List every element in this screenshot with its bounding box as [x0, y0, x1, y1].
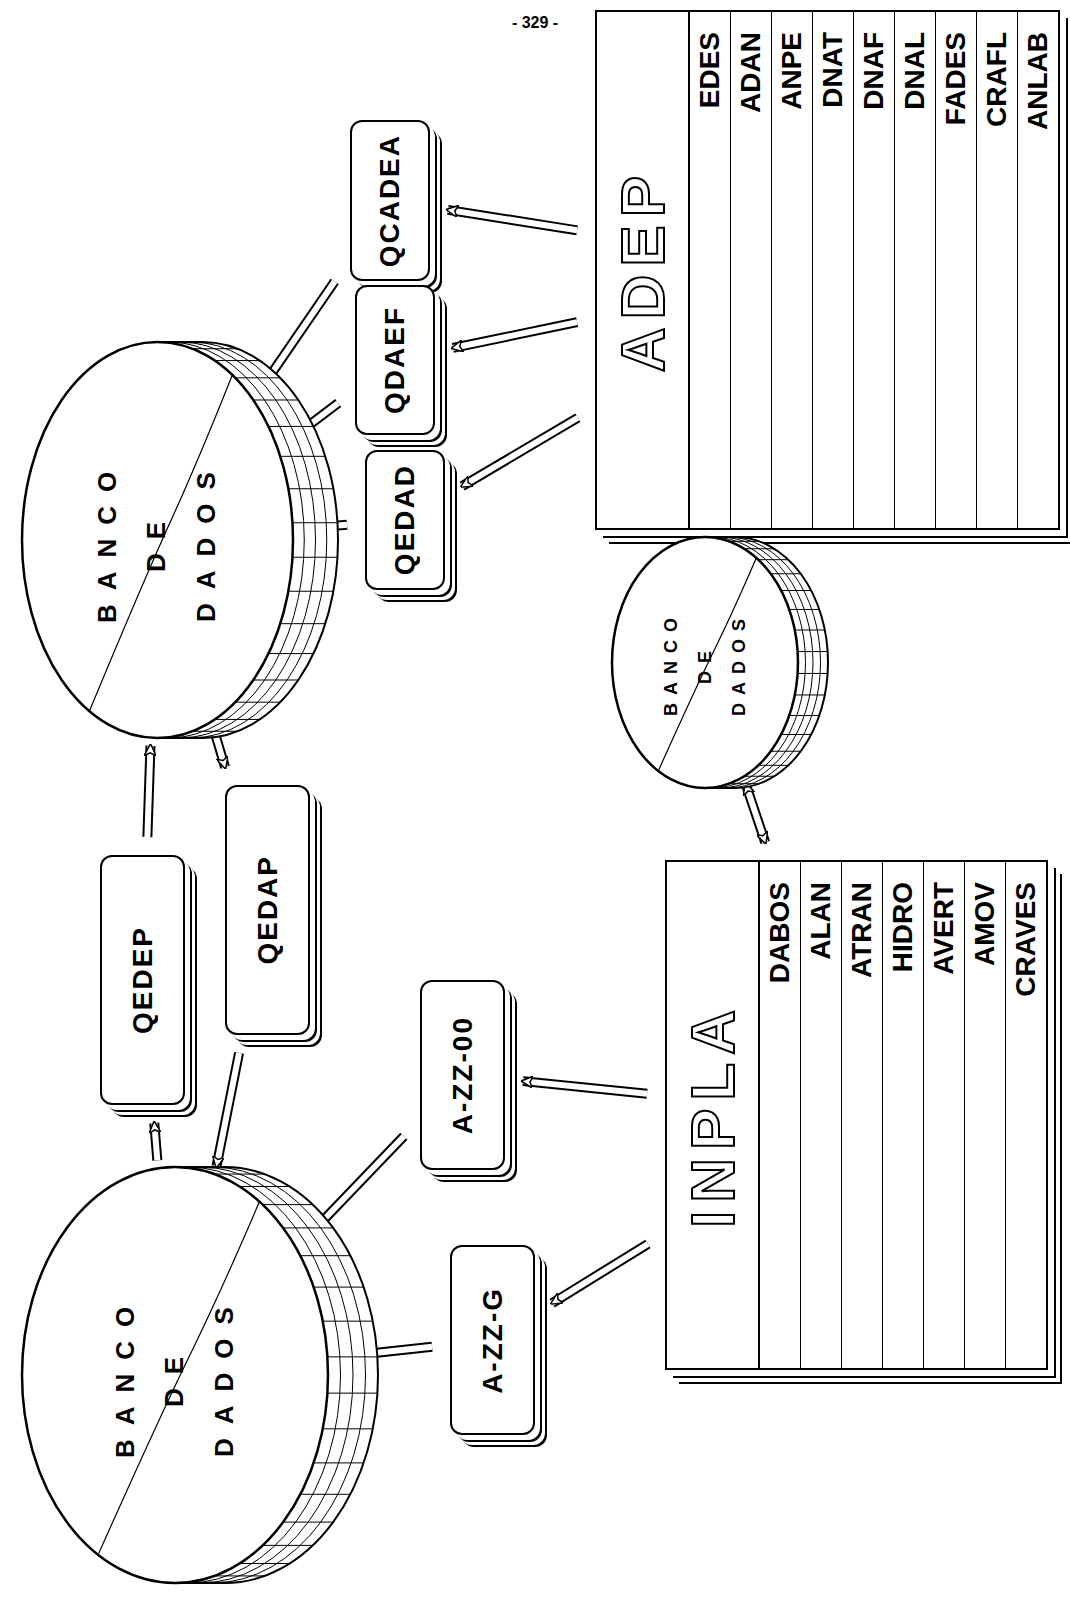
data-flow-arrow	[154, 1123, 157, 1160]
routine-cell: CRAVES	[1006, 862, 1046, 1368]
routine-name: DNAF	[858, 32, 890, 110]
routine-name: ANPE	[776, 32, 808, 110]
routine-cell: ANLAB	[1018, 12, 1058, 528]
data-flow-arrow	[217, 1053, 240, 1166]
program-name: QDAEF	[379, 306, 411, 414]
module-title: INPLA	[677, 1002, 748, 1228]
routine-cell: FADES	[936, 12, 977, 528]
module-block: ADEP EDES ADAN ANPE DNAT DNAF DNAL FADES CRAFL AN…	[595, 10, 1060, 530]
program-name: A-ZZ-00	[447, 1016, 479, 1134]
routine-cell: HIDRO	[883, 862, 924, 1368]
routine-name: HIDRO	[887, 882, 919, 972]
routine-cell: CRAFL	[977, 12, 1018, 528]
routine-cell: EDES	[690, 12, 731, 528]
cylinder-outline	[20, 340, 340, 740]
routine-cell: DNAF	[854, 12, 895, 528]
data-flow-arrow	[147, 746, 150, 837]
routine-cell: AMOV	[965, 862, 1006, 1368]
routine-name: AVERT	[928, 882, 960, 975]
module-title-cell: ADEP	[597, 12, 690, 528]
data-flow-arrow	[523, 1081, 647, 1094]
module-title: ADEP	[607, 168, 678, 372]
module-block: INPLA DABOS ALAN ATRAN HIDRO AVERT AMOV CRAVES	[665, 860, 1048, 1370]
routine-cell: DNAT	[813, 12, 854, 528]
routine-cell: ANPE	[772, 12, 813, 528]
data-flow-arrow	[448, 210, 577, 230]
routine-name: ANLAB	[1022, 32, 1054, 130]
routine-name: AMOV	[969, 882, 1001, 966]
routine-cell: ALAN	[801, 862, 842, 1368]
data-flow-arrow	[462, 418, 578, 486]
routine-name: DNAT	[817, 32, 849, 108]
program-box: A-ZZ-G	[450, 1245, 535, 1435]
program-box: QEDEP	[100, 855, 185, 1105]
routine-name: ADAN	[735, 32, 767, 113]
data-flow-arrow	[453, 322, 577, 348]
program-box: A-ZZ-00	[420, 980, 505, 1170]
program-name: A-ZZ-G	[477, 1287, 509, 1394]
program-box: QEDAD	[365, 450, 445, 590]
routine-cell: AVERT	[924, 862, 965, 1368]
routine-name: ATRAN	[846, 882, 878, 978]
program-name: QEDEP	[127, 926, 159, 1034]
cylinder-outline	[610, 535, 830, 790]
program-name: QEDAD	[389, 464, 421, 575]
program-box: QEDAP	[225, 785, 310, 1035]
routine-name: CRAFL	[981, 32, 1013, 127]
routine-name: EDES	[694, 32, 726, 108]
cylinder-outline	[20, 1165, 380, 1585]
database-label: BANCO DE DADOS	[101, 1260, 249, 1490]
program-box: QCADEA	[350, 120, 430, 281]
page-number: - 329 -	[512, 14, 558, 32]
database-label: BANCO DE DADOS	[83, 435, 231, 645]
module-title-cell: INPLA	[667, 862, 760, 1368]
data-flow-arrow	[746, 784, 765, 842]
routine-cell: DABOS	[760, 862, 801, 1368]
routine-name: CRAVES	[1010, 882, 1042, 997]
program-box: QDAEF	[355, 285, 435, 435]
program-name: QEDAP	[252, 855, 284, 965]
routine-name: FADES	[940, 32, 972, 125]
database-label: BANCO DE DADOS	[654, 588, 757, 738]
routine-cell: ATRAN	[842, 862, 883, 1368]
data-flow-arrow	[552, 1244, 648, 1303]
routine-cell: DNAL	[895, 12, 936, 528]
program-name: QCADEA	[374, 134, 406, 267]
routine-cell: ADAN	[731, 12, 772, 528]
database-cylinder: BANCO DE DADOS	[610, 535, 830, 790]
database-cylinder: BANCO DE DADOS	[20, 1165, 380, 1585]
routine-name: ALAN	[805, 882, 837, 960]
database-cylinder: BANCO DE DADOS	[20, 340, 340, 740]
routine-name: DABOS	[764, 882, 796, 983]
routine-name: DNAL	[899, 32, 931, 110]
